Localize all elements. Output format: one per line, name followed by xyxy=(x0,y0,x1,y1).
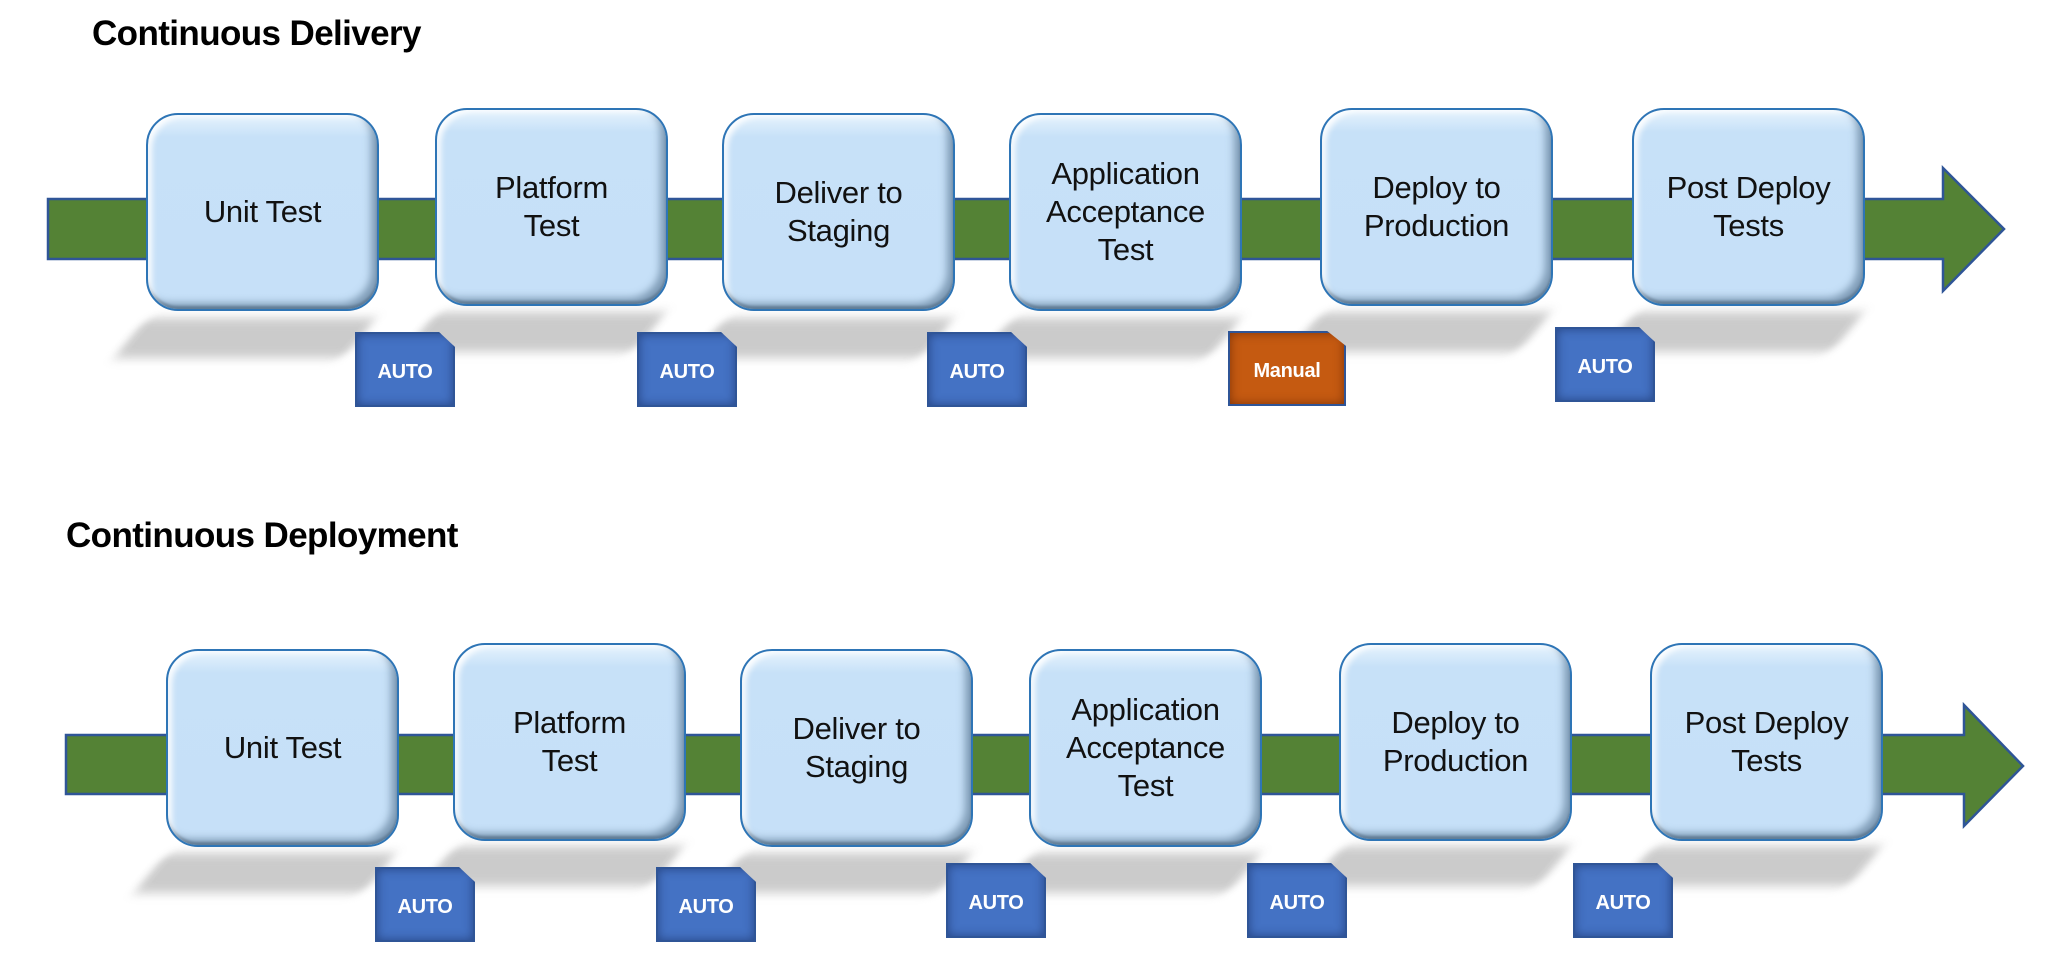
stage-label: Application Acceptance Test xyxy=(1066,692,1225,803)
stage-unit-test: Unit Test xyxy=(166,649,399,847)
stage-label: Unit Test xyxy=(223,730,342,766)
stage-deploy-to-production: Deploy to Production xyxy=(1339,643,1572,841)
gate-badge-auto: AUTO xyxy=(656,867,756,942)
gate-badge-auto: AUTO xyxy=(355,332,455,407)
badge-label: AUTO xyxy=(1595,892,1651,914)
gate-badge-auto: AUTO xyxy=(1247,863,1347,938)
stage-label: Deploy to Production xyxy=(1382,705,1529,778)
gate-badge-auto: AUTO xyxy=(1555,327,1655,402)
gate-badge-auto: AUTO xyxy=(375,867,475,942)
stage-deliver-to-staging: Deliver to Staging xyxy=(740,649,973,847)
stage-label: Platform Test xyxy=(512,705,627,778)
stage-label: Post Deploy Tests xyxy=(1684,705,1849,778)
stage-label: Deploy to Production xyxy=(1363,170,1510,243)
gate-badge-auto: AUTO xyxy=(946,863,1046,938)
stage-label: Deliver to Staging xyxy=(774,175,903,248)
stage-deploy-to-production: Deploy to Production xyxy=(1320,108,1553,306)
stage-label: Post Deploy Tests xyxy=(1666,170,1831,243)
badge-label: AUTO xyxy=(1269,892,1325,914)
stage-deliver-to-staging: Deliver to Staging xyxy=(722,113,955,311)
badge-label: AUTO xyxy=(678,896,734,918)
badge-label: AUTO xyxy=(949,361,1005,383)
stage-platform-test: Platform Test xyxy=(435,108,668,306)
gate-badge-manual: Manual xyxy=(1228,331,1346,406)
badge-label: AUTO xyxy=(1577,356,1633,378)
stage-post-deploy-tests: Post Deploy Tests xyxy=(1632,108,1865,306)
badge-label: AUTO xyxy=(377,361,433,383)
gate-badge-auto: AUTO xyxy=(927,332,1027,407)
section-title-continuous-deployment: Continuous Deployment xyxy=(66,516,458,555)
badge-label: Manual xyxy=(1253,360,1321,382)
stage-platform-test: Platform Test xyxy=(453,643,686,841)
badge-label: AUTO xyxy=(397,896,453,918)
section-title-continuous-delivery: Continuous Delivery xyxy=(92,14,422,53)
gate-badge-auto: AUTO xyxy=(637,332,737,407)
stage-label: Unit Test xyxy=(203,194,322,230)
stage-label: Application Acceptance Test xyxy=(1046,156,1205,267)
stage-label: Deliver to Staging xyxy=(792,711,921,784)
stage-application-acceptance-test: Application Acceptance Test xyxy=(1029,649,1262,847)
stage-unit-test: Unit Test xyxy=(146,113,379,311)
badge-label: AUTO xyxy=(968,892,1024,914)
stage-label: Platform Test xyxy=(494,170,609,243)
badge-label: AUTO xyxy=(659,361,715,383)
stage-shadow xyxy=(1308,846,1572,886)
stage-post-deploy-tests: Post Deploy Tests xyxy=(1650,643,1883,841)
stage-application-acceptance-test: Application Acceptance Test xyxy=(1009,113,1242,311)
stage-shadow xyxy=(133,853,397,893)
gate-badge-auto: AUTO xyxy=(1573,863,1673,938)
